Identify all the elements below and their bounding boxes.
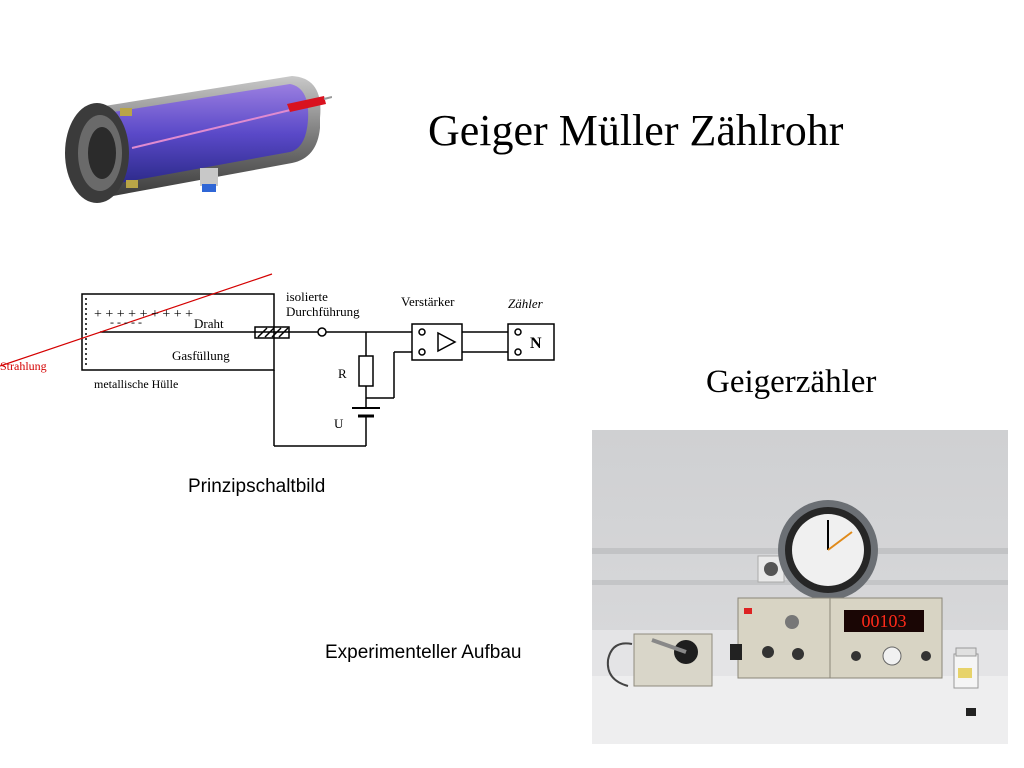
label-gas: Gasfüllung <box>172 348 230 363</box>
minus-signs: - - - - - <box>110 315 142 329</box>
setup-photo: 00103 <box>592 430 1008 744</box>
label-amplifier: Verstärker <box>401 294 455 309</box>
label-isolated-2: Durchführung <box>286 304 360 319</box>
plus-signs: + + + + + + + + + <box>94 307 193 322</box>
resistor <box>358 355 374 387</box>
geiger-tube-illustration <box>65 76 332 203</box>
isolated-feedthrough <box>254 326 290 339</box>
label-wire: Draht <box>194 316 224 331</box>
counter-display-digits: 00103 <box>862 611 907 631</box>
slide-title: Geiger Müller Zählrohr <box>428 106 844 155</box>
label-counter-symbol: N <box>530 335 542 352</box>
counter-heading: Geigerzähler <box>706 364 877 400</box>
label-shell: metallische Hülle <box>94 377 178 391</box>
radiation-ray <box>0 273 273 367</box>
label-counter: Zähler <box>508 296 544 311</box>
photo-caption: Experimenteller Aufbau <box>325 642 522 663</box>
label-radiation: Strahlung <box>0 359 47 373</box>
counter-box <box>507 323 555 361</box>
label-voltage: U <box>334 416 344 431</box>
amplifier-box <box>411 323 463 361</box>
label-resistor: R <box>338 366 347 381</box>
circuit-caption: Prinzipschaltbild <box>188 476 326 497</box>
label-isolated-1: isolierte <box>286 289 328 304</box>
circuit-schematic: + + + + + + + + + - - - - - Draht Gasfül… <box>0 273 555 447</box>
